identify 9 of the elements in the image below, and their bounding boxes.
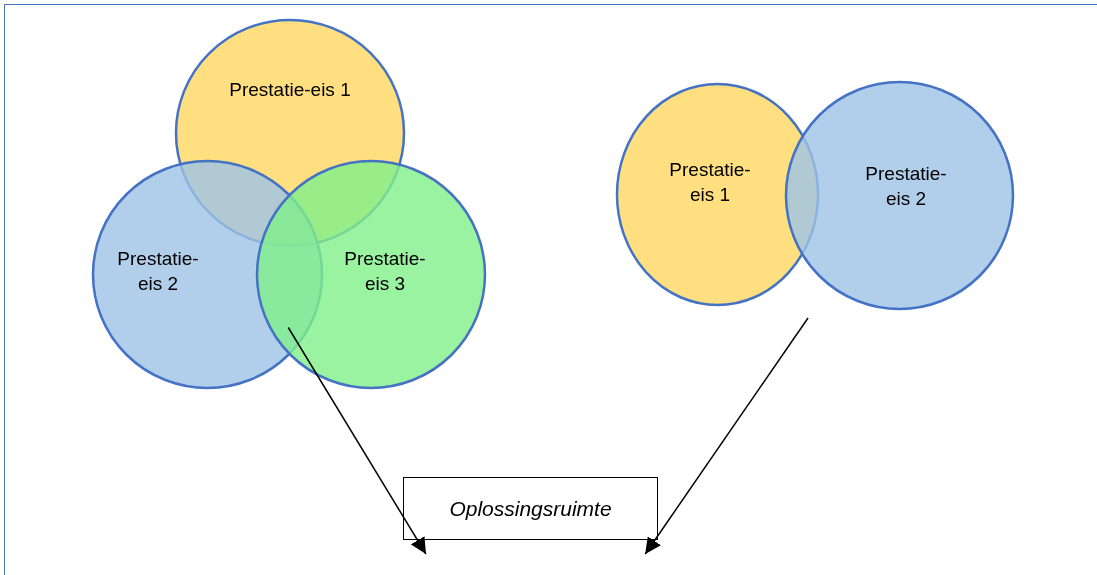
circle-label: Prestatie-eis 2 (116, 247, 200, 296)
circle-label: Prestatie-eis 1 (668, 158, 752, 207)
solution-space-box (403, 477, 658, 540)
circle-label: Prestatie-eis 2 (864, 162, 948, 211)
box-label: Oplossingsruimte (449, 496, 612, 521)
arrow (644, 317, 809, 555)
arrow (287, 326, 427, 555)
circle-label: Prestatie-eis 1 (228, 78, 352, 102)
circle-label: Prestatie-eis 3 (343, 247, 427, 296)
